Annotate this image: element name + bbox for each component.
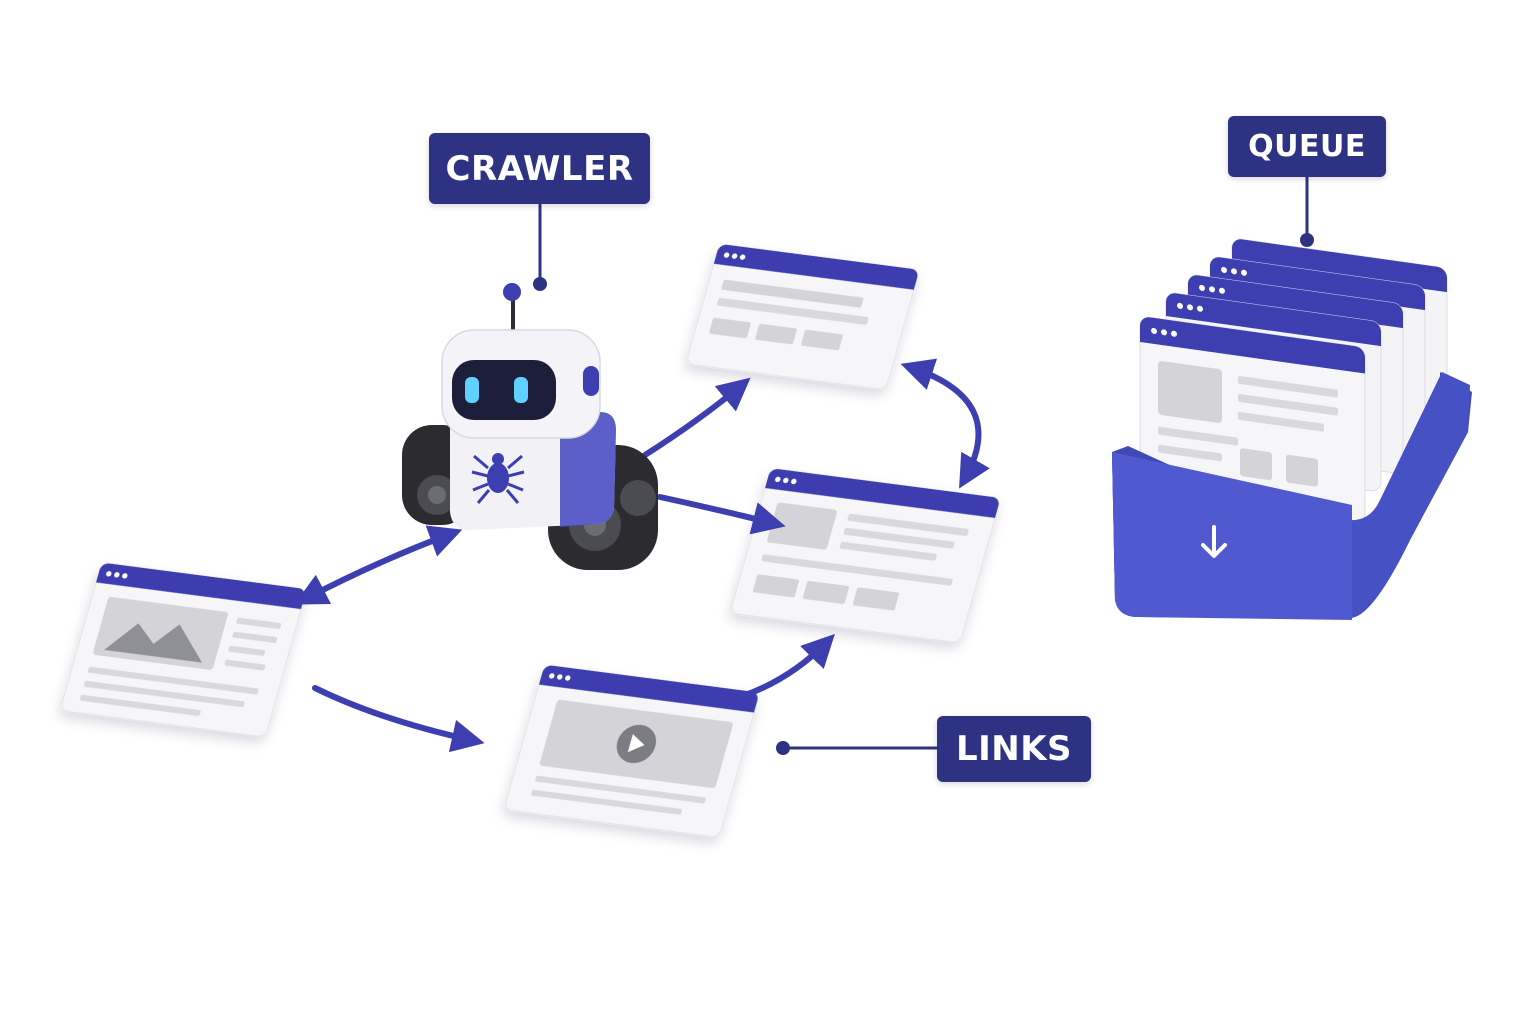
web-page-image — [61, 562, 306, 737]
queue-stack — [1112, 238, 1472, 620]
arrow-crawler-to-middle — [657, 494, 786, 535]
robot-crawler-icon — [402, 283, 658, 570]
crawler-label: CRAWLER — [429, 133, 650, 204]
web-page-video — [505, 665, 759, 838]
arrow-image-to-video — [312, 685, 485, 753]
queue-box — [1112, 372, 1472, 620]
queue-label: QUEUE — [1228, 116, 1386, 177]
web-page-middle — [731, 468, 1000, 643]
link-arrows — [294, 358, 990, 753]
arrow-down-icon — [1201, 525, 1227, 558]
arrow-video-to-middle — [737, 633, 835, 700]
web-page-top — [687, 244, 918, 390]
links-label: LINKS — [937, 716, 1091, 782]
arrow-page-to-crawler — [294, 525, 463, 605]
arrow-crawler-to-top — [642, 377, 751, 458]
play-icon — [539, 699, 733, 789]
label-connectors — [533, 177, 1314, 755]
spider-icon — [471, 453, 525, 504]
image-placeholder-icon — [93, 596, 228, 670]
arrow-top-middle — [900, 358, 990, 489]
